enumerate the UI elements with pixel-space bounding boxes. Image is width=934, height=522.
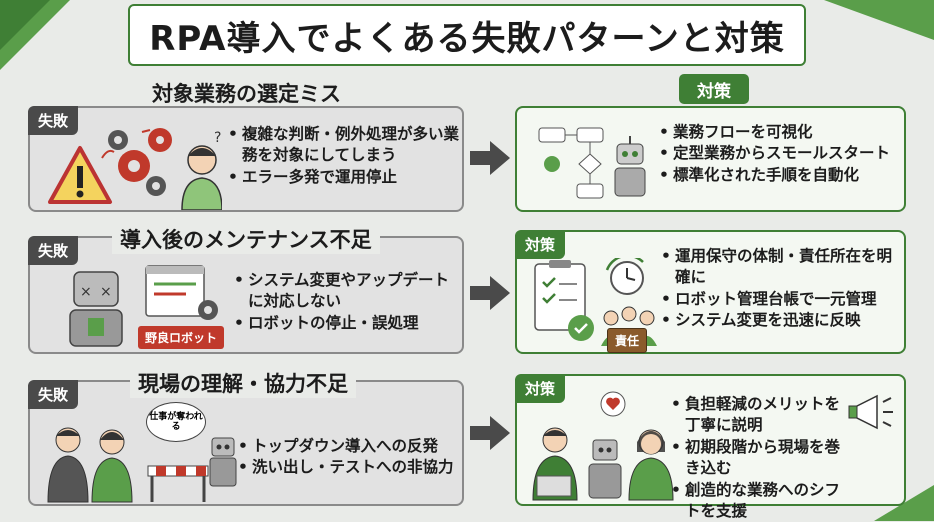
solution-panel: 対策 責任 運用保守の体制・責任所在を明確に ロボット管理台帳で一元管理 システ…: [515, 230, 906, 354]
arrow-right-icon: [470, 416, 510, 450]
gears-icon: ?: [42, 118, 222, 210]
corner-decoration: [824, 0, 934, 40]
solution-point: 標準化された手順を自動化: [655, 165, 901, 186]
collaboration-icon: [527, 390, 677, 502]
solution-panel: 対策 負担軽減のメリットを丁寧に説明 初期段階から現場を巻き込む 創造的な業務へ…: [515, 374, 906, 506]
page-title: RPA導入でよくある失敗パターンと対策: [128, 4, 806, 66]
failure-point: トップダウン導入への反発: [234, 436, 462, 457]
solution-point: 定型業務からスモールスタート: [655, 143, 901, 164]
solution-tag: 対策: [679, 74, 749, 104]
section-heading: 現場の理解・協力不足: [130, 368, 356, 398]
solution-points: 運用保守の体制・責任所在を明確に ロボット管理台帳で一元管理 システム変更を迅速…: [657, 246, 903, 332]
svg-text:?: ?: [214, 130, 221, 146]
solution-point: システム変更を迅速に反映: [657, 310, 903, 331]
svg-text:×: ×: [80, 284, 92, 300]
worried-person-icon: ?: [182, 130, 222, 210]
failure-points: トップダウン導入への反発 洗い出し・テストへの非協力: [234, 436, 462, 479]
failure-points: 複雑な判断・例外処理が多い業務を対象にしてしまう エラー多発で運用停止: [224, 124, 460, 188]
svg-text:×: ×: [100, 284, 112, 300]
warning-icon: [50, 148, 110, 202]
failure-point: システム変更やアップデートに対応しない: [230, 270, 462, 313]
heart-icon: [601, 392, 625, 416]
corner-decoration: [0, 0, 50, 50]
barrier-icon: [148, 466, 208, 502]
solution-points: 業務フローを可視化 定型業務からスモールスタート 標準化された手順を自動化: [655, 122, 901, 186]
solution-point: 初期段階から現場を巻き込む: [667, 437, 851, 480]
failure-point: エラー多発で運用停止: [224, 167, 460, 188]
failure-point: ロボットの停止・誤処理: [230, 313, 462, 334]
speech-bubble: 仕事が奪われる: [146, 402, 206, 442]
solution-point: 運用保守の体制・責任所在を明確に: [657, 246, 903, 289]
upset-workers-icon: [40, 410, 240, 504]
failure-points: システム変更やアップデートに対応しない ロボットの停止・誤処理: [230, 270, 462, 334]
solution-point: ロボット管理台帳で一元管理: [657, 289, 903, 310]
solution-point: 創造的な業務へのシフトを支援: [667, 480, 851, 522]
solution-points: 負担軽減のメリットを丁寧に説明 初期段階から現場を巻き込む 創造的な業務へのシフ…: [667, 394, 851, 522]
flowchart-icon: [531, 118, 651, 206]
window-gear-icon: [146, 266, 218, 320]
solution-panel: 業務フローを可視化 定型業務からスモールスタート 標準化された手順を自動化: [515, 106, 906, 212]
failure-point: 洗い出し・テストへの非協力: [234, 457, 462, 478]
section-heading: 対象業務の選定ミス: [144, 78, 349, 108]
robot-icon: [210, 438, 236, 486]
solution-point: 業務フローを可視化: [655, 122, 901, 143]
failure-panel: 失敗 仕事が奪われる トップダウン導入への反発 洗い出し・テストへの非協力: [28, 380, 464, 506]
arrow-right-icon: [470, 141, 510, 175]
failure-tag: 失敗: [28, 380, 78, 409]
rogue-robot-label: 野良ロボット: [138, 326, 224, 349]
section-heading: 導入後のメンテナンス不足: [112, 224, 380, 254]
responsibility-label: 責任: [607, 328, 647, 353]
solution-point: 負担軽減のメリットを丁寧に説明: [667, 394, 851, 437]
failure-tag: 失敗: [28, 236, 78, 265]
clock-refresh-icon: [607, 258, 643, 294]
arrow-right-icon: [470, 276, 510, 310]
megaphone-icon: [847, 392, 897, 432]
failure-panel: 失敗 ? 複雑な判断・例外処理が多い業務を対象にしてしまう エラー多発で運用停止: [28, 106, 464, 212]
robot-icon: [615, 136, 645, 196]
failure-point: 複雑な判断・例外処理が多い業務を対象にしてしまう: [224, 124, 460, 167]
solution-tag: 対策: [515, 230, 565, 259]
